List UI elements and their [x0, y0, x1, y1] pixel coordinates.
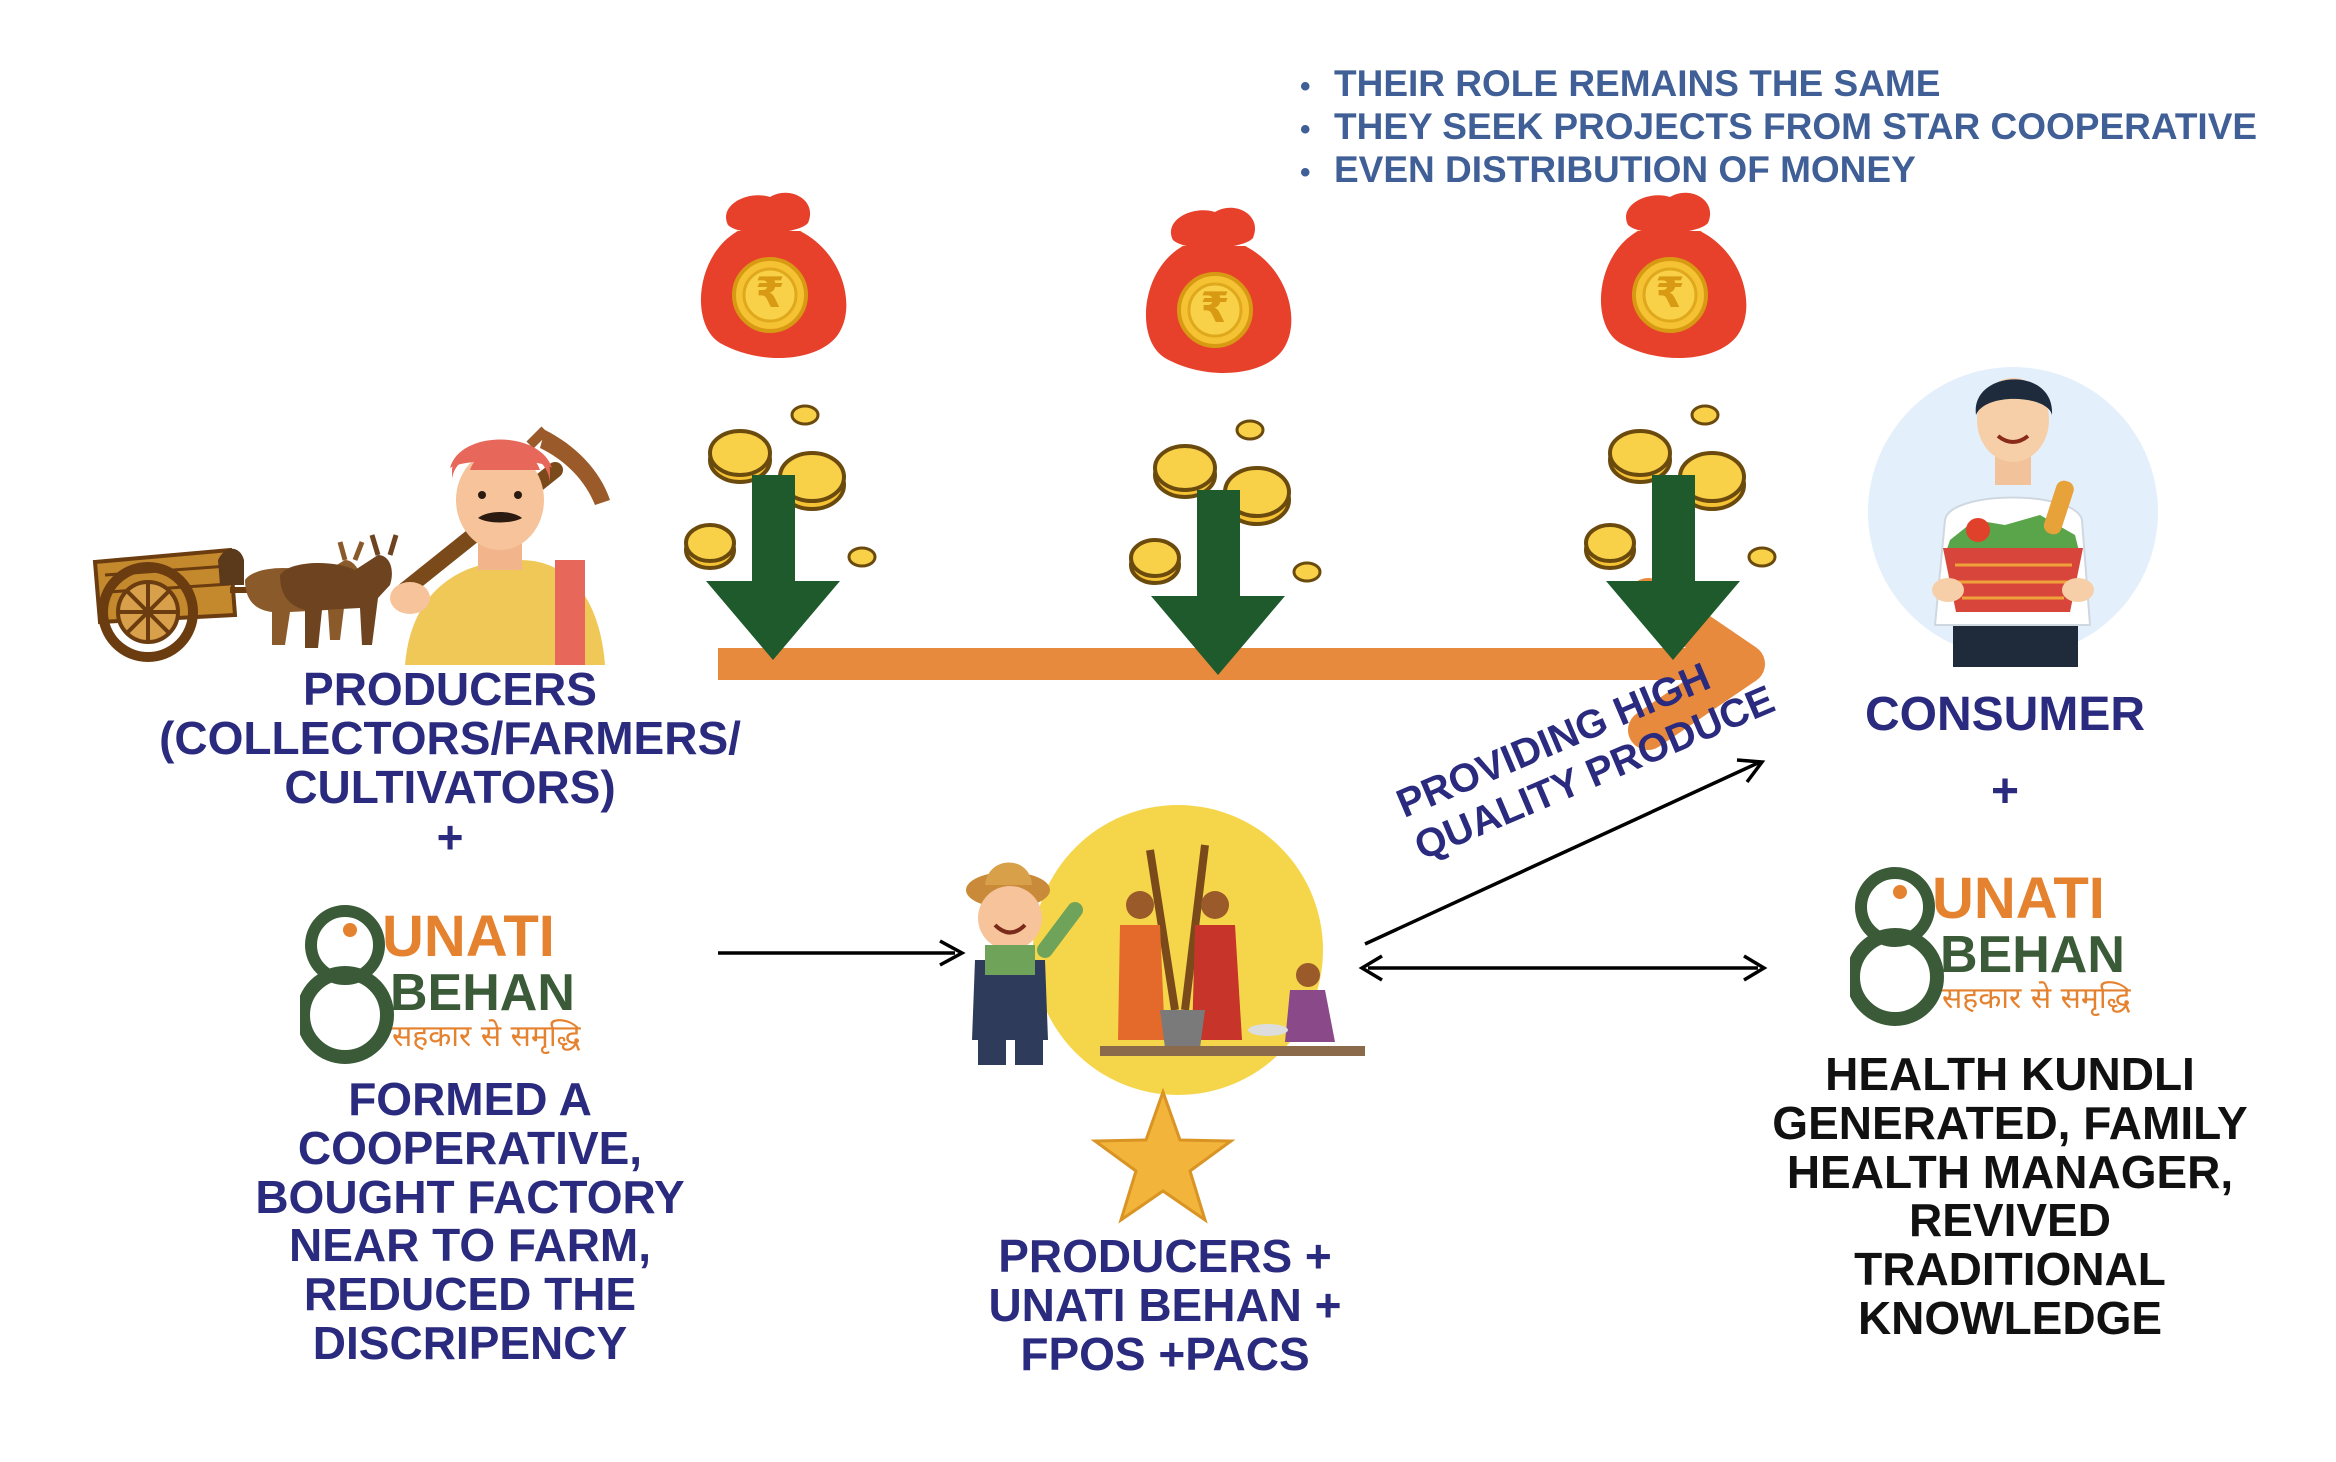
logo-word-behan: BEHAN — [390, 964, 575, 1022]
producers-label: PRODUCERS (COLLECTORS/FARMERS/ CULTIVATO… — [100, 665, 800, 862]
text-line: BOUGHT FACTORY — [255, 1170, 685, 1223]
text-line: HEALTH MANAGER, — [1786, 1145, 2234, 1198]
text-line: UNATI BEHAN + — [988, 1278, 1342, 1331]
text-line: GENERATED, FAMILY — [1772, 1096, 2248, 1149]
producers-subtitle-2: CULTIVATORS) — [284, 760, 616, 813]
text-line: HEALTH KUNDLI — [1825, 1048, 2195, 1100]
rupee-icon: ₹ — [1200, 283, 1230, 332]
rupee-icon: ₹ — [1655, 268, 1685, 317]
consumer-label: CONSUMER + — [1780, 688, 2230, 818]
producers-title: PRODUCERS — [303, 663, 597, 715]
logo-word-unati: UNATI — [382, 904, 555, 969]
note-item: THEIR ROLE REMAINS THE SAME — [1300, 64, 2310, 107]
arrow-producers-to-center — [718, 939, 966, 967]
farmer-icon — [390, 426, 610, 665]
money-bag-icon — [686, 193, 875, 660]
notes-list: THEIR ROLE REMAINS THE SAME THEY SEEK PR… — [1300, 64, 2310, 193]
grocery-basket-icon — [1943, 548, 2083, 612]
logo-infinity-icon — [300, 905, 394, 1064]
star-icon — [1090, 1087, 1236, 1224]
money-bag-icon — [1586, 193, 1775, 660]
text-line: REVIVED — [1909, 1194, 2111, 1247]
text-line: KNOWLEDGE — [1857, 1291, 2163, 1344]
logo-tagline: सहकार से समृद्धि — [1942, 981, 2131, 1016]
logo-word-behan: BEHAN — [1940, 926, 2125, 984]
logo-tagline: सहकार से समृद्धि — [392, 1019, 581, 1054]
producers-subtitle-1: (COLLECTORS/FARMERS/ — [159, 711, 741, 764]
cooperative-description: FORMED A COOPERATIVE, BOUGHT FACTORY NEA… — [170, 1075, 770, 1368]
money-bag-icon — [1131, 208, 1320, 675]
unati-behan-logo: UNATI BEHAN सहकार से समृद्धि — [1850, 862, 2180, 1027]
text-line: DISCRIPENCY — [312, 1316, 628, 1369]
text-line: REDUCED THE — [303, 1268, 637, 1320]
arrow-center-to-consumer — [1364, 758, 1766, 946]
center-cooperative-illustration — [966, 805, 1365, 1095]
bullock-cart-icon — [92, 534, 399, 662]
text-line: PRODUCERS + — [998, 1230, 1332, 1282]
center-label: PRODUCERS + UNATI BEHAN + FPOS +PACS — [900, 1232, 1430, 1378]
consumer-icon — [1868, 367, 2158, 667]
note-item: EVEN DISTRIBUTION OF MONEY — [1300, 150, 2310, 193]
consumer-title: CONSUMER — [1864, 688, 2145, 741]
double-arrow-center-consumer — [1358, 954, 1768, 982]
text-line: TRADITIONAL — [1854, 1243, 2166, 1295]
text-line: FPOS +PACS — [1020, 1327, 1310, 1380]
unati-behan-logo: UNATI BEHAN सहकार से समृद्धि — [300, 900, 630, 1065]
text-line: FORMED A — [348, 1073, 592, 1125]
plus-sign: + — [1990, 764, 2020, 818]
plus-sign: + — [436, 811, 464, 864]
rupee-icon: ₹ — [755, 268, 785, 317]
text-line: COOPERATIVE, — [297, 1121, 643, 1174]
health-description: HEALTH KUNDLI GENERATED, FAMILY HEALTH M… — [1720, 1050, 2300, 1343]
logo-word-unati: UNATI — [1932, 866, 2105, 931]
note-item: THEY SEEK PROJECTS FROM STAR COOPERATIVE — [1300, 107, 2310, 150]
logo-infinity-icon — [1850, 867, 1944, 1026]
text-line: NEAR TO FARM, — [288, 1219, 652, 1272]
